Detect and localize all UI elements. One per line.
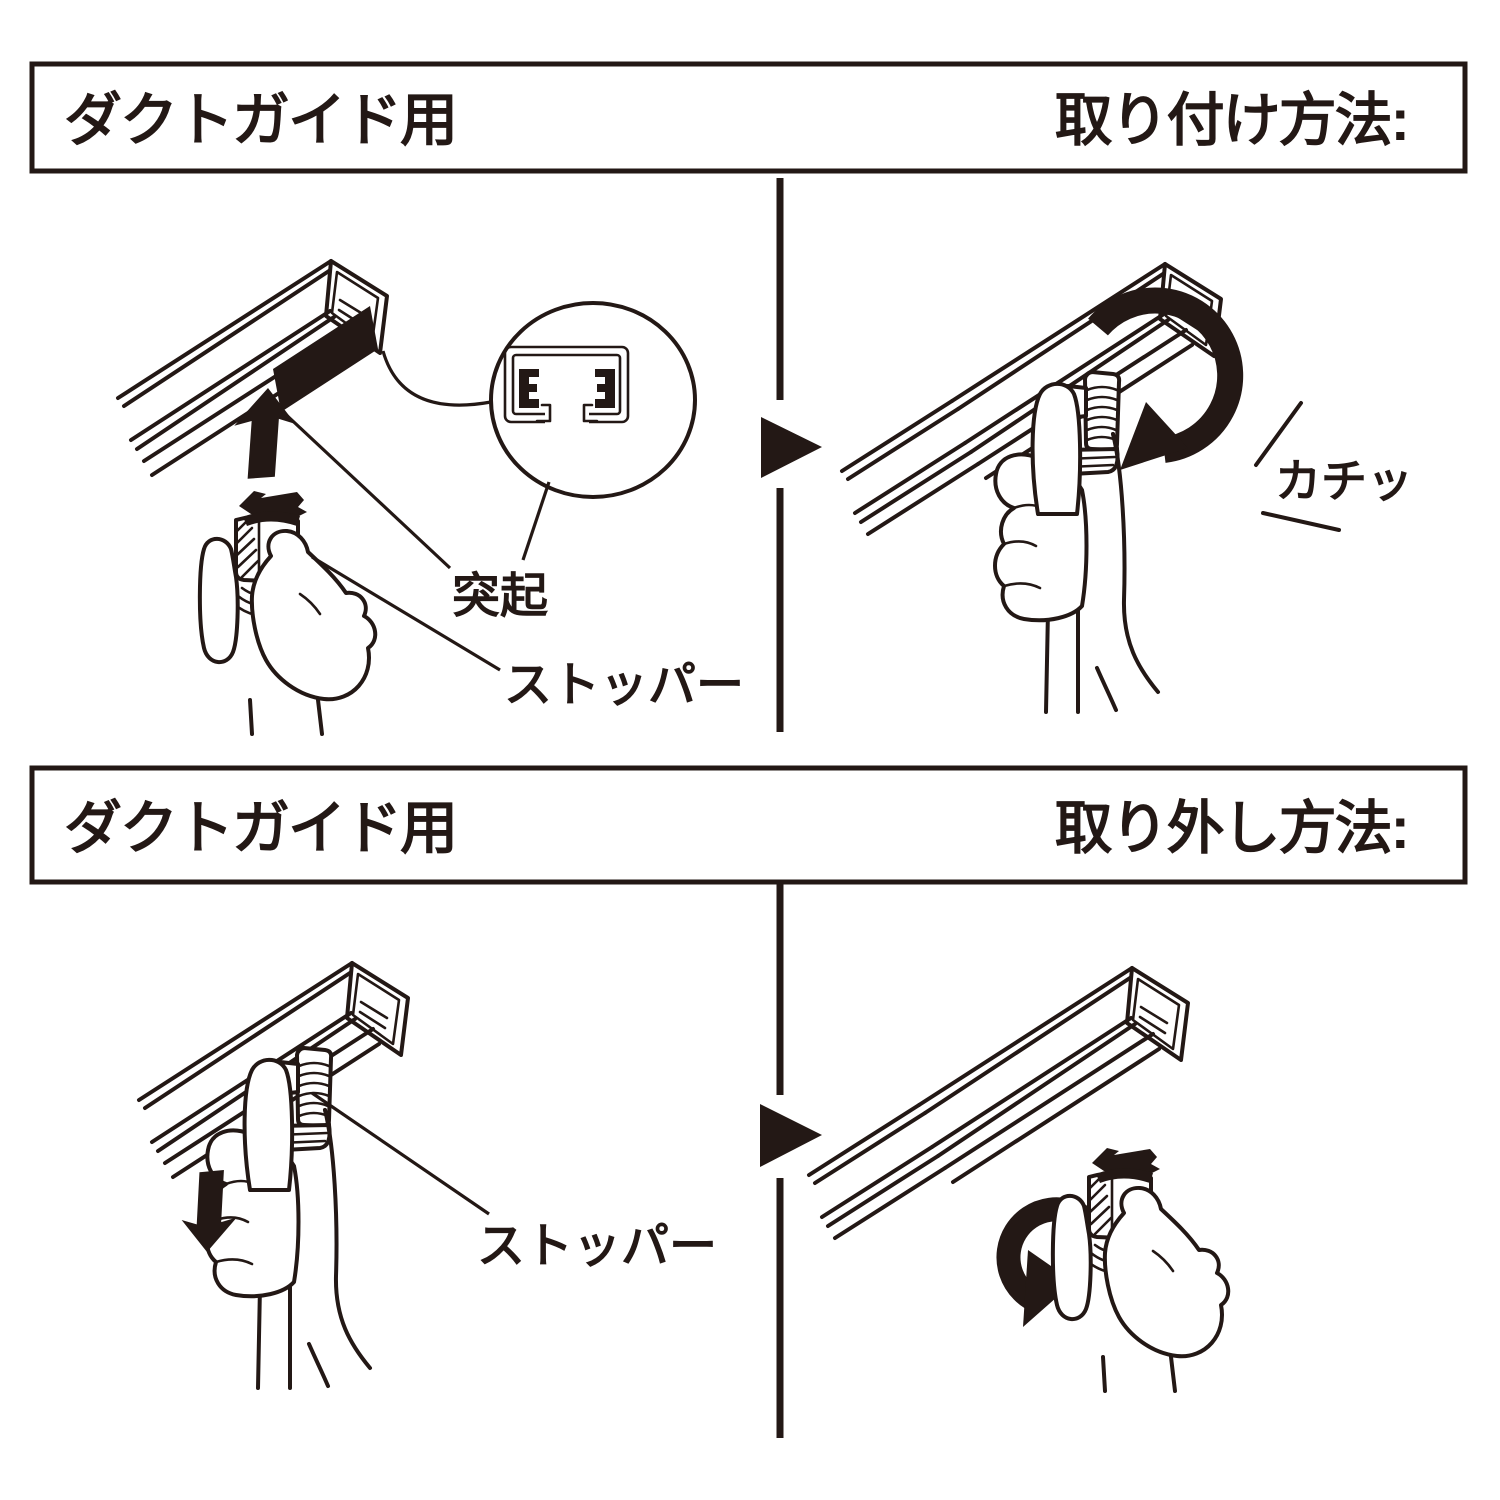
header-frame <box>29 61 1468 174</box>
product-name-label: ダクトガイド用 <box>64 796 456 861</box>
detach-header-bar: ダクトガイド用 取り外し方法: <box>29 765 1468 885</box>
emphasis-slash <box>1254 401 1303 467</box>
attach-step-1: 突起 ストッパー <box>116 259 744 736</box>
detach-step-1: ストッパー <box>137 961 717 1390</box>
attach-header-bar: ダクトガイド用 取り付け方法: <box>29 61 1468 174</box>
method-title: 取り外し方法: <box>1055 796 1408 861</box>
leader-line <box>311 555 501 672</box>
section-detach: ダクトガイド用 取り外し方法: ストッパー <box>29 765 1468 1438</box>
conductor-clip-left <box>519 369 539 408</box>
product-name-label: ダクトガイド用 <box>64 88 456 153</box>
stopper-label: ストッパー <box>477 1220 717 1273</box>
emphasis-slash <box>1261 511 1341 532</box>
section-attach: ダクトガイド用 取り付け方法: <box>29 61 1468 736</box>
cross-section-callout <box>381 301 697 561</box>
leader-line <box>279 408 452 570</box>
callout-circle <box>489 301 697 499</box>
method-title: 取り付け方法: <box>1055 88 1408 153</box>
header-frame <box>29 765 1468 885</box>
next-step-arrow-icon <box>761 417 822 478</box>
stopper-label: ストッパー <box>504 659 744 712</box>
click-annotation: カチッ <box>1254 401 1413 532</box>
step-divider <box>761 178 822 732</box>
rotate-arrow-icon <box>1088 287 1244 470</box>
stopper-hand-illustration <box>1050 1146 1231 1393</box>
attach-step-2: カチッ <box>840 262 1413 714</box>
leader-line <box>311 1091 490 1216</box>
rail-slot-opening <box>273 306 378 412</box>
detach-step-2 <box>807 966 1231 1393</box>
grip-hand-illustration <box>205 1046 372 1390</box>
conductor-clip-right <box>595 369 615 408</box>
grip-hand-illustration <box>993 370 1160 714</box>
next-step-arrow-icon <box>760 1104 822 1167</box>
leader-line <box>521 481 551 561</box>
click-sound-label: カチッ <box>1275 455 1413 507</box>
step-divider <box>760 884 822 1438</box>
track-rail-illustration <box>807 966 1190 1240</box>
protrusion-label: 突起 <box>452 570 549 623</box>
stopper-hand-illustration <box>197 489 378 736</box>
